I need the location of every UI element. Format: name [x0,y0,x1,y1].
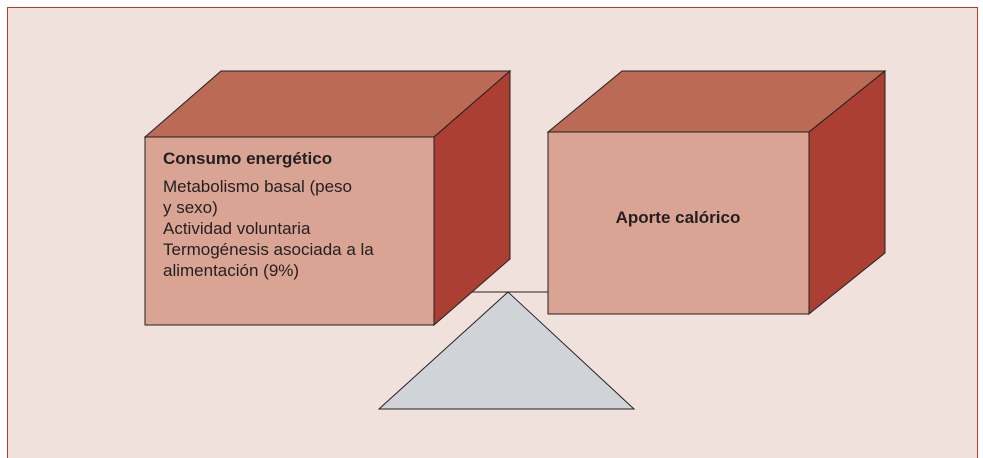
left-box-text: Consumo energético Metabolismo basal (pe… [163,148,433,281]
right-box-title: Aporte calórico [615,208,741,227]
left-cube [143,69,512,327]
left-cube-front [144,136,435,326]
left-box-item: Termogénesis asociada a la [163,240,374,259]
left-box-item: alimentación (9%) [163,261,300,280]
right-box-text: Aporte calórico [547,207,809,229]
left-box-item: Metabolismo basal (peso [163,177,352,196]
left-box-item: Actividad voluntaria [163,219,311,238]
fulcrum-triangle [377,291,636,410]
left-box-item: y sexo) [163,198,218,217]
left-box-title: Consumo energético [163,149,333,168]
right-cube [546,69,887,316]
right-cube-front [547,131,810,315]
